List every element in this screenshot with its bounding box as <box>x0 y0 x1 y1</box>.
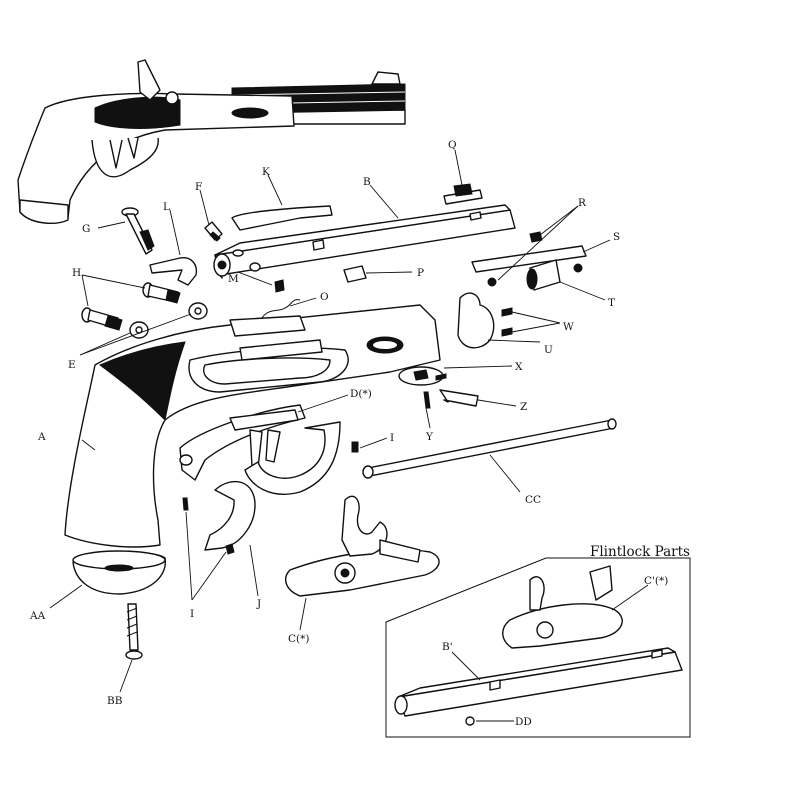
label-q: Q <box>448 139 457 151</box>
part-h <box>81 282 181 331</box>
part-x <box>398 366 447 386</box>
label-t: T <box>608 297 615 309</box>
label-o: O <box>320 291 329 303</box>
label-d: D(*) <box>350 388 372 400</box>
part-k <box>231 205 333 231</box>
label-h: H <box>72 267 81 279</box>
label-p: P <box>417 267 424 279</box>
part-p <box>343 265 367 283</box>
part-ramrod <box>362 418 617 479</box>
part-s-rib <box>471 231 587 287</box>
part-trigger-guard <box>204 421 341 551</box>
label-i-bottom: I <box>190 608 194 620</box>
part-q <box>443 183 483 205</box>
label-e: E <box>68 359 76 371</box>
label-i-top: I <box>390 432 394 444</box>
label-dd: DD <box>515 716 532 728</box>
flintlock-inset: Flintlock Parts <box>385 544 691 738</box>
leader-lines <box>49 149 649 722</box>
part-aa <box>72 550 166 595</box>
inset-title: Flintlock Parts <box>590 544 690 560</box>
part-i-screw <box>351 441 359 453</box>
label-c-prime: C'(*) <box>644 575 668 587</box>
label-s: S <box>613 231 620 243</box>
part-y <box>423 391 431 409</box>
label-b-prime: B' <box>442 641 453 653</box>
label-a: A <box>37 431 46 443</box>
label-x: X <box>515 361 523 373</box>
part-o <box>261 299 301 319</box>
part-d-trigger-assembly <box>179 404 306 481</box>
part-i-screw-2 <box>182 497 189 511</box>
label-l: L <box>163 201 170 213</box>
part-g <box>121 207 155 255</box>
label-m: M <box>228 273 239 285</box>
assembled-pistol-illustration <box>17 59 406 224</box>
label-c: C(*) <box>288 633 309 645</box>
part-u <box>457 292 495 349</box>
label-bb: BB <box>107 695 123 707</box>
part-labels: A AA B B' BB C(*) C'(*) CC D(*) DD E F G… <box>29 139 668 728</box>
label-y: Y <box>425 431 434 443</box>
label-b: B <box>363 176 371 188</box>
label-u: U <box>544 344 553 356</box>
part-l <box>149 257 198 286</box>
part-barrel <box>213 204 516 279</box>
label-k: K <box>262 166 270 178</box>
label-f: F <box>195 181 202 193</box>
label-r: R <box>578 197 587 209</box>
part-lock <box>284 495 440 597</box>
part-f <box>204 221 223 242</box>
part-bb <box>125 603 143 660</box>
part-w <box>501 307 513 337</box>
label-g: G <box>82 223 90 235</box>
part-i-screw-3 <box>225 543 235 555</box>
label-aa: AA <box>29 610 46 622</box>
part-stock <box>64 304 441 548</box>
label-z: Z <box>520 401 527 413</box>
label-w: W <box>563 321 574 333</box>
part-z <box>439 389 479 407</box>
part-m <box>274 279 285 293</box>
label-j: J <box>256 598 261 610</box>
part-e <box>129 302 208 339</box>
label-cc: CC <box>525 494 541 506</box>
